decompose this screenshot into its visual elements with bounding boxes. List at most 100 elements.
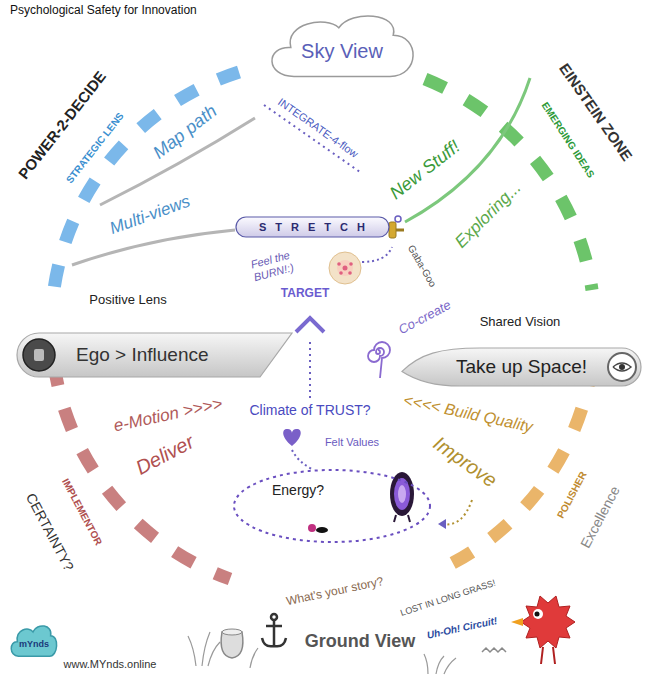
dotted-arc: [362, 247, 392, 262]
pot-icon: [221, 632, 243, 658]
eye-icon: [608, 353, 636, 381]
green-dashes: [425, 79, 592, 290]
diagram-label: Excellence: [577, 483, 623, 550]
diagram-label: TARGET: [281, 287, 329, 301]
space-band: Take up Space!: [400, 345, 644, 389]
grass-blade: [250, 648, 258, 668]
anchor-icon: [262, 614, 286, 646]
ego-band: Ego > Influence: [14, 330, 294, 380]
energy-ellipse: Energy?: [232, 468, 432, 544]
circuit-squiggle: [482, 648, 506, 652]
diagram-label: Map path: [149, 101, 221, 164]
diagram-label: Shared Vision: [480, 315, 561, 330]
bird-body: [521, 596, 575, 648]
diagram-label: What's your story?: [285, 575, 385, 609]
anchor-arms: [262, 638, 286, 646]
diagram-label: <<<< Build Quality: [402, 391, 535, 436]
bird-eye: [533, 609, 543, 619]
co-create-spiral: [368, 342, 390, 378]
diagram-label: Gaba-Goo: [405, 243, 438, 289]
cloud-outline: [11, 626, 56, 656]
diagram-label: POWER-2-DECIDE: [15, 68, 110, 182]
flower-dot: [337, 262, 341, 266]
diagram-label: www.MYnds.online: [64, 658, 157, 671]
ellipse-outline: [234, 470, 430, 542]
diagram-label: LOST IN LONG GRASS!: [399, 578, 497, 619]
red-dashes: [54, 364, 230, 579]
diagram-label: Uh-Oh! Circuit!: [426, 615, 498, 641]
flower-inner: [337, 260, 353, 276]
diagram-label: Deliver: [132, 430, 198, 480]
stretch-bar: STRETCH: [235, 216, 390, 238]
diagram-label: Multi-views: [107, 191, 193, 238]
pot-rim: [222, 629, 242, 635]
bar-outline: [236, 217, 389, 237]
handle-grip: [389, 222, 396, 238]
diagram-label: POLISHER: [555, 470, 589, 521]
band-outline: [402, 348, 641, 386]
grass-blade: [436, 656, 444, 674]
node-text: Sky View: [301, 40, 383, 63]
anchor-stock: [266, 625, 282, 628]
diagram-label: Exploring...: [451, 178, 525, 252]
flower-dot: [349, 262, 353, 266]
energy-blob: [308, 524, 316, 532]
node-text: STRETCH: [259, 221, 374, 234]
diagram-label: INTEGRATE-4-flow: [275, 96, 360, 161]
ego-icon: [23, 339, 55, 371]
dotted-flow: [264, 105, 360, 172]
flower-dot: [339, 271, 343, 275]
ring-dashes: [52, 72, 592, 579]
grass-blade: [202, 632, 210, 666]
target-chevron: [296, 318, 324, 332]
node-text: Take up Space!: [456, 356, 587, 378]
ego-icon-cup: [34, 349, 44, 361]
diagram-label: Ground View: [305, 631, 416, 652]
eye-lid: [613, 363, 631, 371]
figure-core: [394, 478, 410, 510]
grass-blade: [188, 636, 196, 666]
return-arrowhead: [438, 519, 446, 529]
diagram-label: e-Motion >>>>: [112, 394, 224, 436]
diagram-label: Feel the BURN!:): [239, 246, 305, 286]
node-text: mYnds: [19, 639, 49, 649]
eye-pupil: [619, 364, 625, 370]
flower-dot: [343, 266, 348, 271]
diagram-label: Climate of TRUST?: [249, 402, 370, 418]
target-flower: [329, 252, 361, 284]
handle-pin: [396, 229, 404, 232]
diagram-label: New Stuff!: [386, 136, 464, 203]
node-outline: [232, 468, 432, 544]
band-outline: [17, 333, 292, 377]
node-text: Energy?: [272, 482, 324, 498]
grass-blade: [208, 642, 220, 666]
handle-swirl: [395, 216, 401, 222]
energy-blob: [316, 527, 328, 533]
bird-legs: [541, 647, 555, 664]
figure-light: [398, 485, 406, 503]
diagram-title: Psychological Safety for Innovation: [10, 4, 197, 18]
grass-blade: [444, 658, 456, 674]
grass-blade: [424, 654, 428, 674]
anchor-ring: [271, 614, 277, 620]
diagram-label: Co-create: [396, 298, 453, 338]
flower-outer: [329, 252, 361, 284]
flower-dot: [348, 271, 352, 275]
cloud-outline: [272, 16, 413, 76]
anchor-shank: [273, 620, 276, 646]
red-bird: [511, 596, 575, 664]
diagram-label: Felt Values: [325, 436, 379, 449]
energy-figure: [390, 472, 414, 522]
dotted-rise: [309, 338, 311, 398]
figure-legs: [394, 515, 410, 522]
title-holder: Psychological Safety for Innovation: [10, 4, 197, 18]
diagram-label: CERTAINTY?: [23, 490, 78, 573]
diagram-label: Improve: [429, 432, 501, 492]
cloud-shape: Sky View: [262, 8, 422, 84]
grey-arc: [72, 230, 235, 265]
logo-cloud: mYnds: [8, 622, 60, 660]
diagram-label: IMPLEMENTOR: [60, 477, 105, 547]
dotted-drop: [292, 450, 312, 469]
